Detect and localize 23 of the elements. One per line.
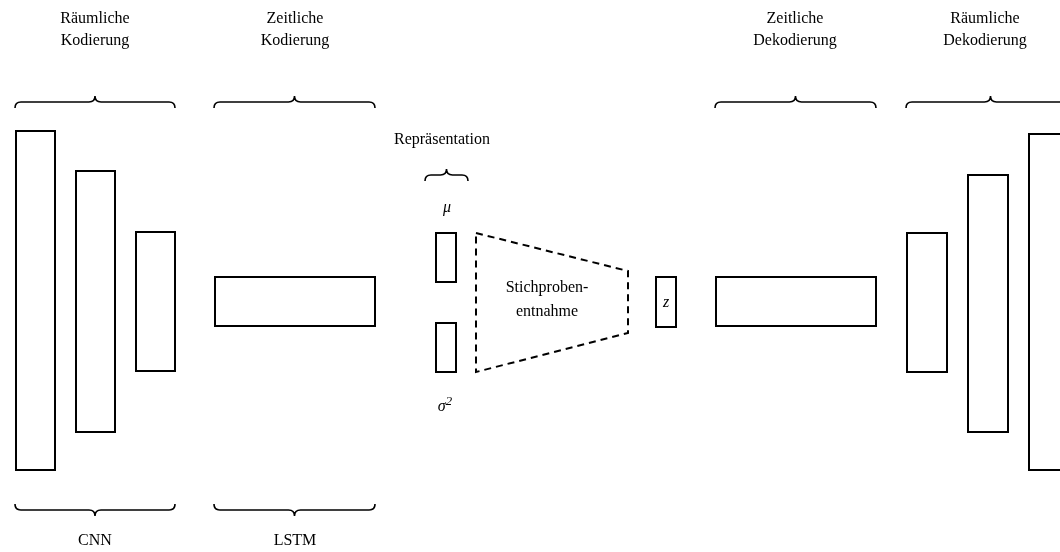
layer-box bbox=[435, 322, 457, 373]
layer-box bbox=[214, 276, 376, 327]
group-caption: LSTM bbox=[272, 530, 318, 550]
group-caption: CNN bbox=[77, 530, 113, 550]
variable-label: μ bbox=[442, 197, 452, 218]
layer-box bbox=[135, 231, 176, 372]
latent-box bbox=[655, 276, 677, 328]
variable-label: z bbox=[662, 293, 670, 311]
layer-box bbox=[1028, 133, 1060, 471]
node-label: Stichproben-entnahme bbox=[504, 277, 590, 321]
layer-box bbox=[906, 232, 948, 373]
group-heading: Zeitliche Kodierung bbox=[259, 8, 331, 51]
layer-box bbox=[967, 174, 1009, 433]
layer-box bbox=[435, 232, 457, 283]
group-heading: Zeitliche Dekodierung bbox=[752, 8, 838, 51]
group-heading: Räumliche Kodierung bbox=[59, 8, 131, 51]
layer-box bbox=[75, 170, 116, 433]
layer-box bbox=[15, 130, 56, 471]
group-heading: Räumliche Dekodierung bbox=[942, 8, 1028, 51]
layer-box bbox=[715, 276, 877, 327]
sampling-trapezoid bbox=[474, 231, 630, 374]
group-heading: Repräsentation bbox=[393, 129, 491, 150]
variable-label: σ$^{2}$ bbox=[436, 392, 454, 417]
